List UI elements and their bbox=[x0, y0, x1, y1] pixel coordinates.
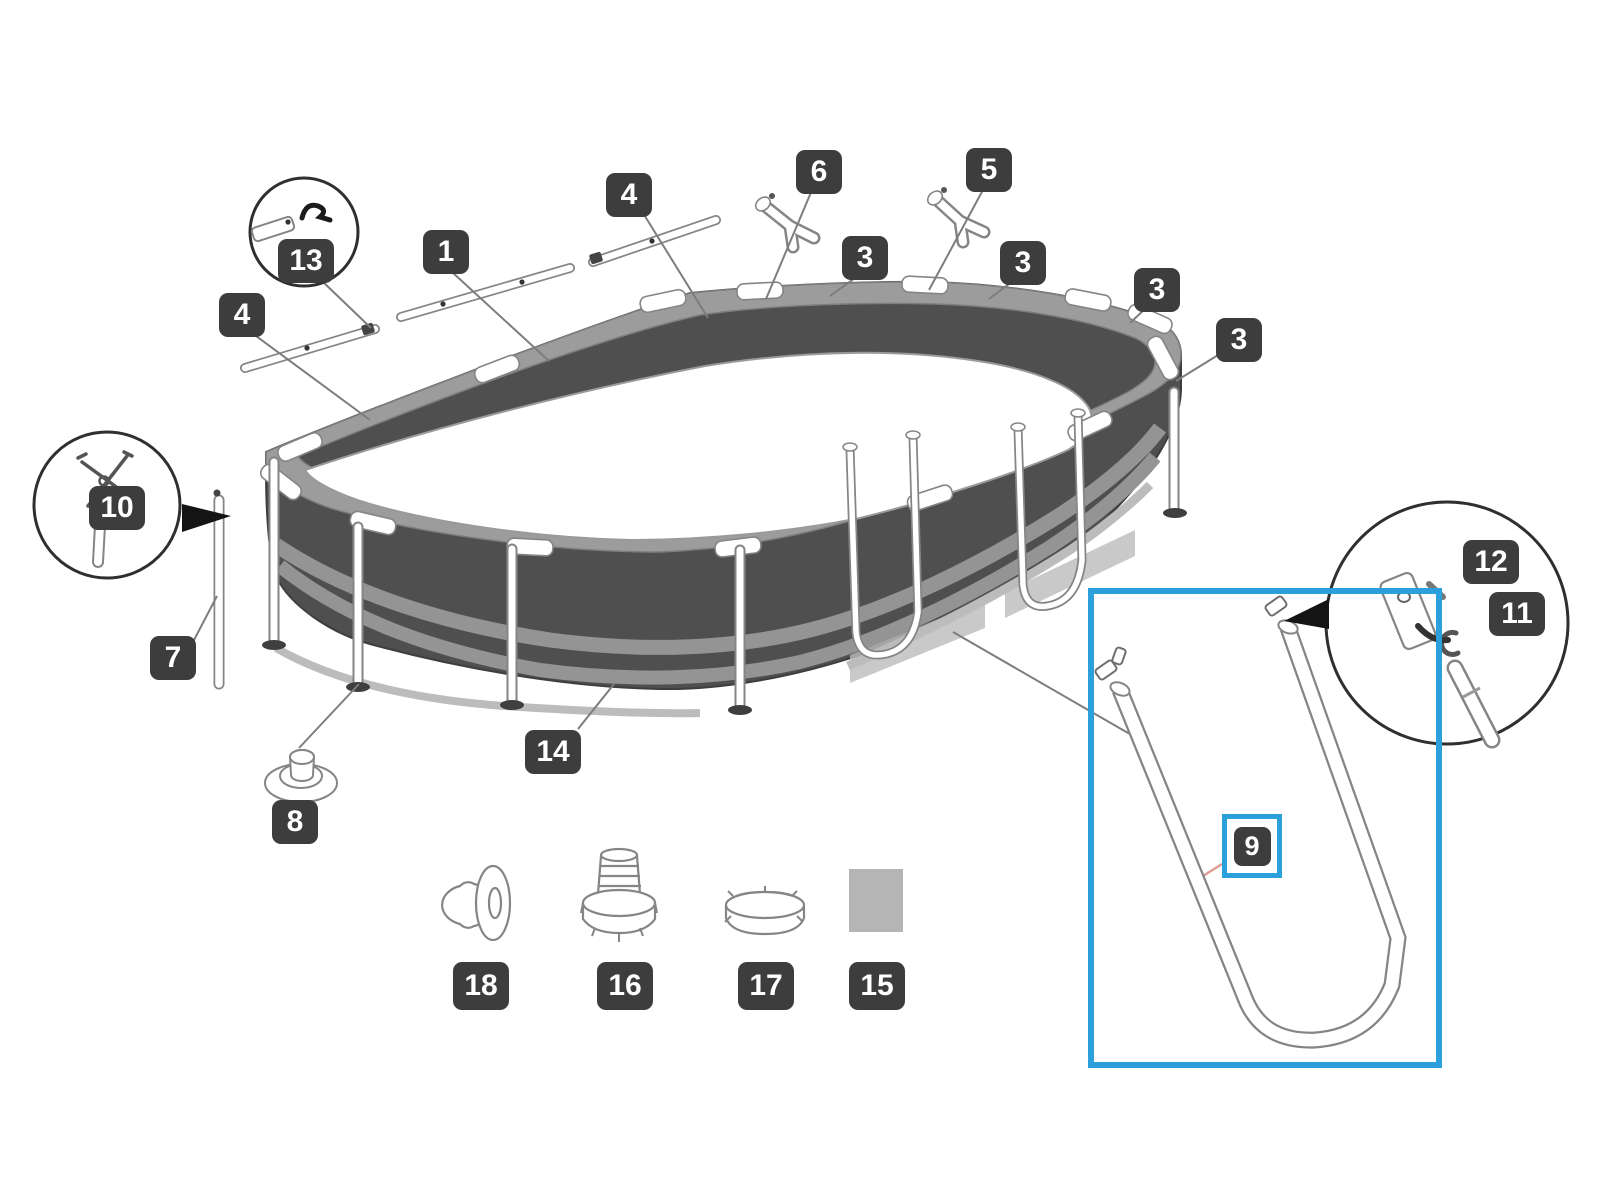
rail-pipe-4-left bbox=[240, 322, 380, 373]
pointer-wedge bbox=[1284, 599, 1329, 629]
wall-fitting-18 bbox=[441, 864, 512, 942]
part-callout-6[interactable]: 6 bbox=[796, 150, 842, 194]
part-callout-16[interactable]: 16 bbox=[597, 962, 653, 1010]
part-callout-11[interactable]: 11 bbox=[1489, 592, 1545, 636]
brace-top-clips bbox=[1094, 595, 1288, 681]
part-callout-4[interactable]: 4 bbox=[219, 293, 265, 337]
pointer-wedge bbox=[182, 504, 231, 532]
pool-interior bbox=[303, 351, 1093, 542]
part-callout-9[interactable]: 9 bbox=[1233, 826, 1271, 866]
highlighted-leader-line bbox=[1202, 862, 1223, 878]
pool-legs bbox=[262, 386, 1187, 715]
part-callout-4[interactable]: 4 bbox=[606, 173, 652, 217]
selected-part-callout-wrapper: 9 bbox=[1222, 814, 1282, 878]
part-callout-14[interactable]: 14 bbox=[525, 730, 581, 774]
part-callout-8[interactable]: 8 bbox=[272, 800, 318, 844]
part-callout-18[interactable]: 18 bbox=[453, 962, 509, 1010]
ground-plate bbox=[1005, 530, 1135, 618]
tee-connector-6 bbox=[754, 193, 821, 254]
highlight-selection-box bbox=[1088, 588, 1442, 1068]
loose-parts bbox=[213, 187, 991, 942]
leg-pipe-7 bbox=[213, 489, 225, 690]
part-callout-12[interactable]: 12 bbox=[1463, 540, 1519, 584]
ground-plate bbox=[850, 600, 985, 683]
part-callout-15[interactable]: 15 bbox=[849, 962, 905, 1010]
valve-adapter-16 bbox=[580, 847, 658, 942]
wall-band-middle bbox=[271, 423, 1167, 655]
leg-feet bbox=[262, 508, 1187, 715]
pool-illustration bbox=[259, 275, 1187, 718]
rail-pipe-4-right bbox=[588, 215, 721, 267]
liner-swatch-15 bbox=[849, 869, 903, 932]
part-callout-3[interactable]: 3 bbox=[1216, 318, 1262, 362]
wall-band-lower bbox=[275, 452, 1161, 685]
part-callout-10[interactable]: 10 bbox=[89, 486, 145, 530]
part-callout-7[interactable]: 7 bbox=[150, 636, 196, 680]
pin-detail bbox=[250, 202, 333, 243]
part-callout-3[interactable]: 3 bbox=[842, 236, 888, 280]
enlarged-u-brace bbox=[1094, 595, 1407, 1049]
u-brace-on-wall bbox=[842, 408, 1087, 660]
part-callout-5[interactable]: 5 bbox=[966, 148, 1012, 192]
part-callout-13[interactable]: 13 bbox=[278, 239, 334, 283]
part-callout-1[interactable]: 1 bbox=[423, 230, 469, 274]
part-callout-17[interactable]: 17 bbox=[738, 962, 794, 1010]
cap-17 bbox=[724, 886, 806, 936]
tee-connector-5 bbox=[926, 187, 991, 249]
part-callout-3[interactable]: 3 bbox=[1000, 241, 1046, 285]
part-callout-3[interactable]: 3 bbox=[1134, 268, 1180, 312]
rail-pipe-1 bbox=[396, 263, 575, 322]
leg-foot-8 bbox=[264, 749, 338, 803]
